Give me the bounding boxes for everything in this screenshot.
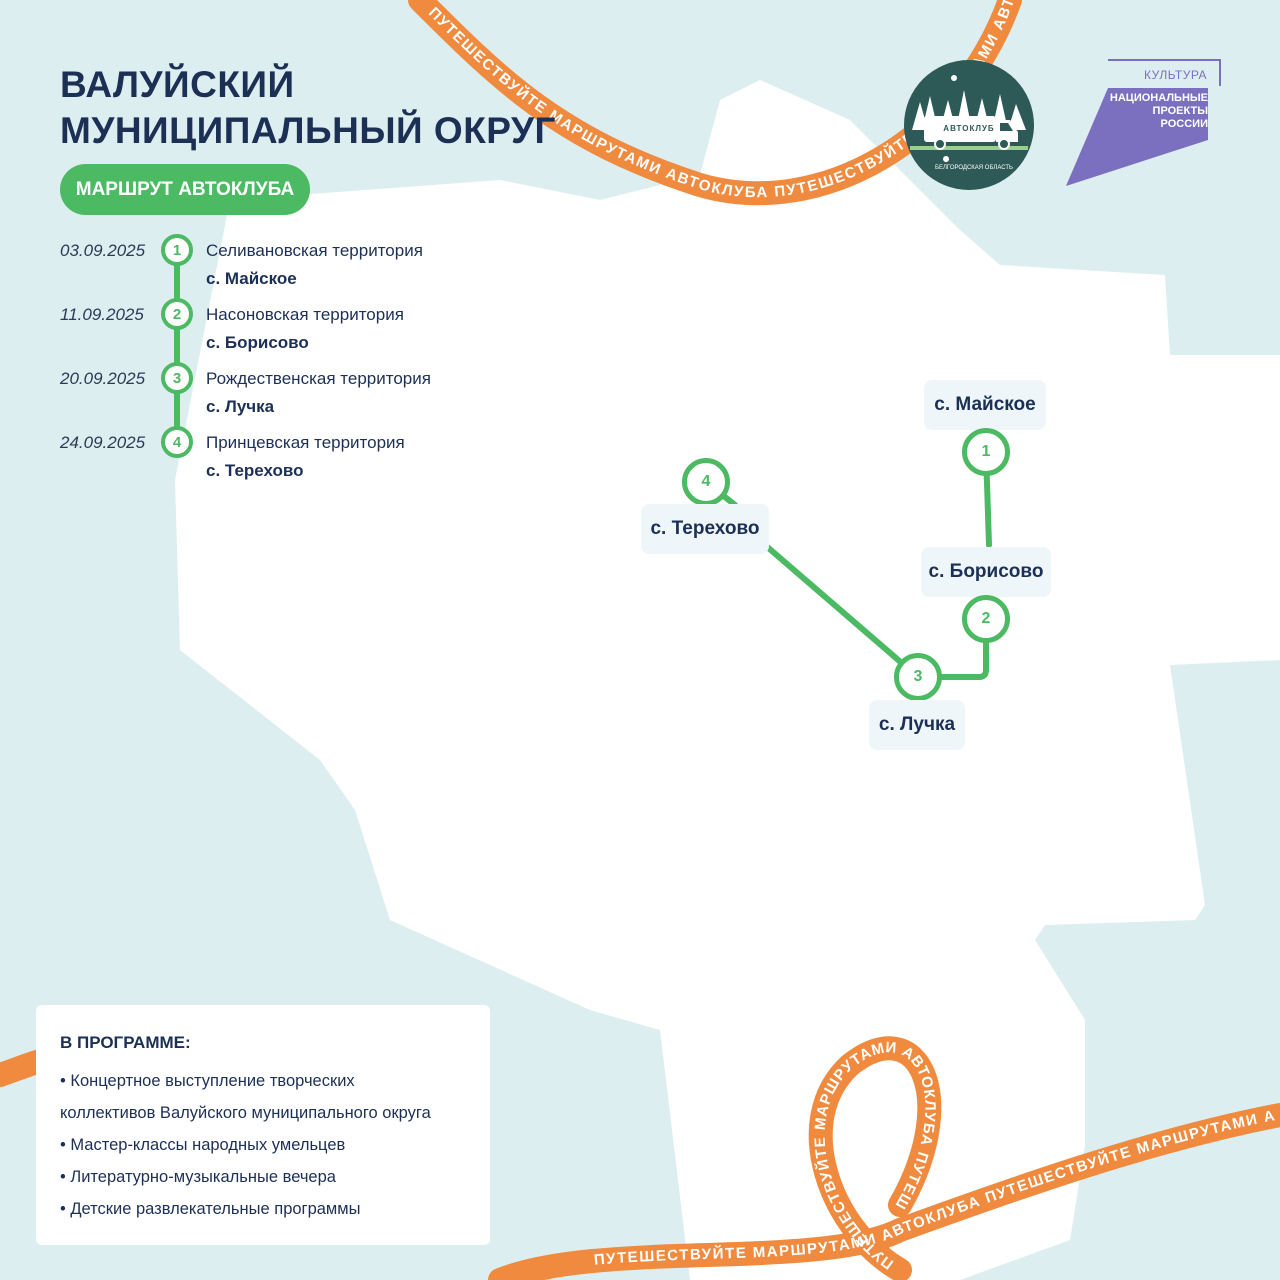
schedule-village: с. Майское xyxy=(206,269,297,288)
step-number: 2 xyxy=(161,298,193,330)
program-item: • Концертное выступление творческих xyxy=(60,1072,355,1090)
schedule-village: с. Борисово xyxy=(206,333,309,352)
program-item: коллективов Валуйского муниципального ок… xyxy=(60,1104,431,1122)
autoclub-name: АВТОКЛУБ xyxy=(943,124,995,133)
map-label-terekhovo: с. Терехово xyxy=(641,504,769,554)
title-line-1: ВАЛУЙСКИЙ xyxy=(60,64,295,105)
schedule-village: с. Лучка xyxy=(206,397,275,416)
program-box: В ПРОГРАММЕ: • Концертное выступление тв… xyxy=(36,1005,490,1245)
schedule-date: 11.09.2025 xyxy=(60,305,144,324)
schedule-date: 20.09.2025 xyxy=(60,369,146,388)
step-number: 3 xyxy=(161,362,193,394)
forest-van-icon xyxy=(910,75,1028,167)
national-projects-title: НАЦИОНАЛЬНЫЕ ПРОЕКТЫ РОССИИ xyxy=(1109,92,1208,130)
schedule-timeline: 03.09.2025 1 Селивановская территория с.… xyxy=(56,232,496,492)
route-badge: МАРШРУТ АВТОКЛУБА xyxy=(60,164,310,215)
autoclub-region: БЕЛГОРОДСКАЯ ОБЛАСТЬ xyxy=(935,165,1013,171)
timeline-line xyxy=(174,250,180,440)
title-line-2: МУНИЦИПАЛЬНЫЙ ОКРУГ xyxy=(60,110,556,151)
schedule-item: 11.09.2025 2 Насоновская территория с. Б… xyxy=(56,296,496,356)
map-stop-1: 1 xyxy=(962,428,1010,476)
autoclub-logo: АВТОКЛУБ БЕЛГОРОДСКАЯ ОБЛАСТЬ xyxy=(904,60,1034,190)
schedule-item: 20.09.2025 3 Рождественская территория с… xyxy=(56,360,496,420)
schedule-item: 24.09.2025 4 Принцевская территория с. Т… xyxy=(56,424,496,484)
step-number: 1 xyxy=(161,234,193,266)
map-stop-4: 4 xyxy=(682,458,730,506)
schedule-territory: Насоновская территория xyxy=(206,305,404,324)
map-label-luchka: с. Лучка xyxy=(869,700,965,750)
program-item: • Литературно-музыкальные вечера xyxy=(60,1168,336,1186)
step-number: 4 xyxy=(161,426,193,458)
national-projects-logo xyxy=(1066,59,1221,186)
page-title: ВАЛУЙСКИЙ МУНИЦИПАЛЬНЫЙ ОКРУГ xyxy=(60,62,556,154)
schedule-territory: Рождественская территория xyxy=(206,369,431,388)
schedule-date: 03.09.2025 xyxy=(60,241,146,260)
schedule-item: 03.09.2025 1 Селивановская территория с.… xyxy=(56,232,496,292)
schedule-territory: Селивановская территория xyxy=(206,241,423,260)
schedule-territory: Принцевская территория xyxy=(206,433,405,452)
culture-label: КУЛЬТУРА xyxy=(1144,68,1208,82)
schedule-village: с. Терехово xyxy=(206,461,304,480)
schedule-date: 24.09.2025 xyxy=(60,433,146,452)
program-item: • Детские развлекательные программы xyxy=(60,1200,361,1218)
program-title: В ПРОГРАММЕ: xyxy=(60,1033,191,1052)
map-stop-2: 2 xyxy=(962,595,1010,643)
program-item: • Мастер-классы народных умельцев xyxy=(60,1136,346,1154)
map-label-borisovo: с. Борисово xyxy=(921,547,1051,597)
map-stop-3: 3 xyxy=(894,653,942,701)
map-label-maiskoe: с. Майское xyxy=(924,380,1046,430)
